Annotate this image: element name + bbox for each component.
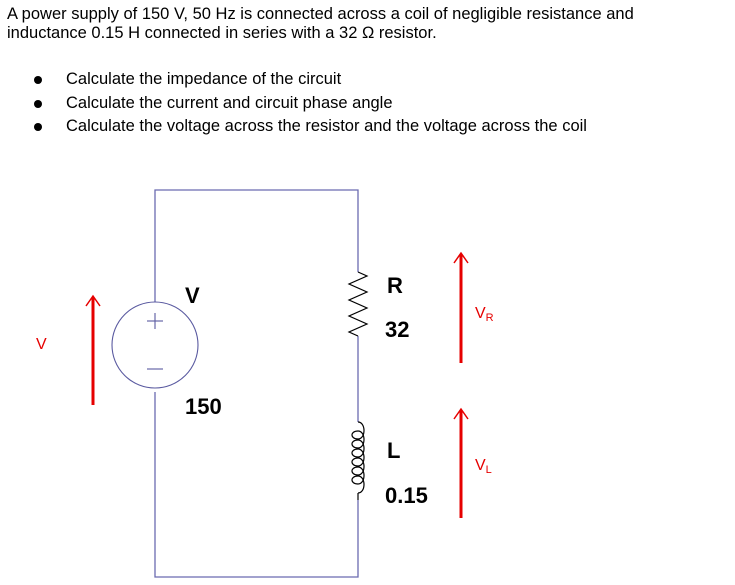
wire-top	[154, 189, 359, 302]
problem-statement: A power supply of 150 V, 50 Hz is connec…	[7, 5, 634, 43]
source-label: V	[185, 283, 200, 308]
problem-line-1: A power supply of 150 V, 50 Hz is connec…	[7, 5, 634, 23]
inductor-value: 0.15	[385, 483, 428, 508]
resistor-voltage-sub: R	[486, 312, 494, 324]
resistor-label: R	[387, 273, 403, 298]
resistor-voltage-label: VR	[475, 305, 494, 324]
resistor-voltage-arrow	[453, 251, 469, 363]
task-item-current-phase: Calculate the current and circuit phase …	[22, 92, 587, 116]
task-item-impedance: Calculate the impedance of the circuit	[22, 68, 587, 92]
task-item-voltages: Calculate the voltage across the resisto…	[22, 115, 587, 139]
inductor-voltage-main: V	[475, 457, 486, 474]
voltage-source-symbol	[111, 301, 199, 389]
problem-line-2: inductance 0.15 H connected in series wi…	[7, 24, 437, 42]
resistor-symbol	[347, 271, 369, 337]
source-value: 150	[185, 394, 222, 419]
supply-voltage-label: V	[36, 336, 47, 353]
supply-voltage-arrow	[85, 294, 101, 405]
inductor-voltage-label: VL	[475, 457, 492, 476]
resistor-value: 32	[385, 317, 409, 342]
inductor-label: L	[387, 438, 400, 463]
circuit-wires	[154, 189, 359, 578]
inductor-voltage-arrow	[453, 407, 469, 518]
resistor-voltage-main: V	[475, 305, 486, 322]
inductor-symbol	[351, 421, 365, 500]
task-list: Calculate the impedance of the circuit C…	[22, 68, 587, 139]
inductor-voltage-sub: L	[486, 464, 492, 476]
wire-bottom	[154, 392, 359, 578]
